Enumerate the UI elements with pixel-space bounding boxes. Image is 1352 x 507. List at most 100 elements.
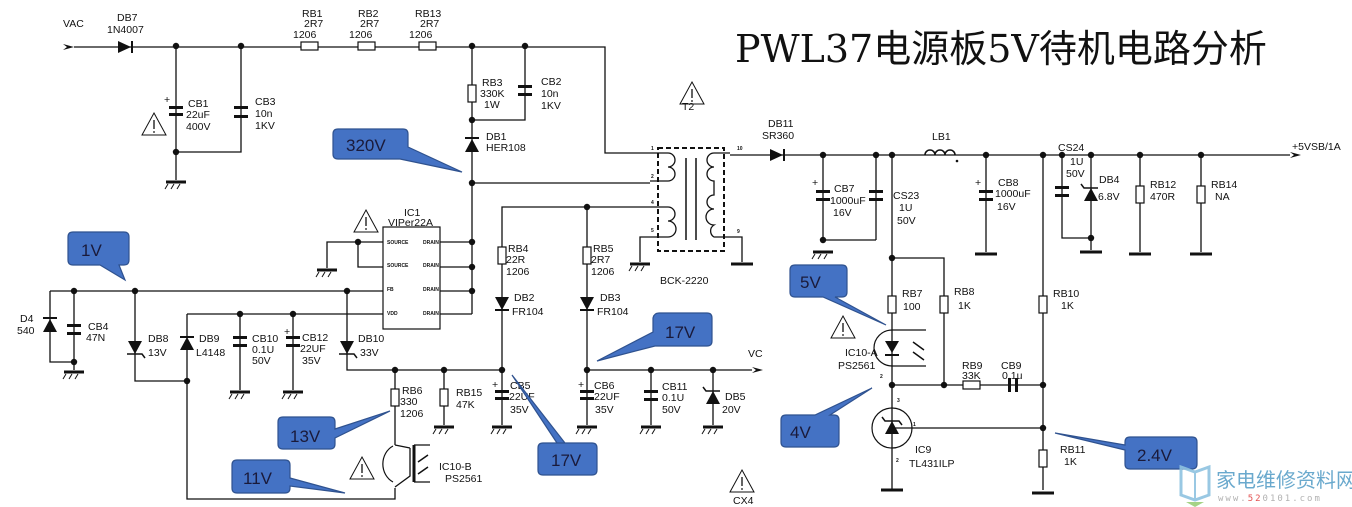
svg-text:CS23: CS23 — [893, 190, 919, 202]
svg-text:BCK-2220: BCK-2220 — [660, 275, 709, 287]
svg-text:+: + — [492, 379, 498, 391]
svg-text:SR360: SR360 — [762, 130, 794, 142]
callout-17v-lower: 17V — [511, 374, 598, 476]
svg-text:5V: 5V — [800, 273, 821, 292]
svg-text:CB11: CB11 — [662, 381, 688, 393]
callout-17v-right: 17V — [596, 312, 713, 362]
capacitor-cb1: + CB1 22uF 400V — [164, 94, 211, 133]
ic10b-phototransistor: IC10-B PS2561 — [382, 444, 483, 488]
svg-text:0.1u: 0.1u — [1002, 370, 1023, 382]
callout-5v: 5V — [789, 264, 887, 326]
svg-text:0.1U: 0.1U — [252, 344, 274, 356]
svg-text:DB10: DB10 — [358, 333, 384, 345]
svg-text:DB8: DB8 — [148, 333, 169, 345]
svg-text:DRAIN: DRAIN — [423, 263, 439, 269]
svg-text:FR104: FR104 — [597, 306, 629, 318]
svg-text:1: 1 — [913, 422, 916, 428]
svg-text:www.520101.com: www.520101.com — [1218, 494, 1322, 504]
svg-text:47N: 47N — [86, 332, 105, 344]
callout-4v: 4V — [780, 387, 873, 448]
svg-text:35V: 35V — [302, 355, 321, 367]
svg-text:33V: 33V — [360, 347, 379, 359]
svg-text:CB8: CB8 — [998, 177, 1019, 189]
zener-db10: DB10 33V — [339, 333, 384, 359]
svg-text:DRAIN: DRAIN — [423, 287, 439, 293]
svg-text:VDD: VDD — [387, 311, 398, 317]
svg-text:RB4: RB4 — [508, 243, 529, 255]
svg-text:50V: 50V — [252, 355, 271, 367]
svg-text:RB3: RB3 — [482, 77, 503, 89]
5vsb-output: +5VSB/1A — [1290, 141, 1341, 158]
svg-text:家电维修资料网: 家电维修资料网 — [1216, 468, 1352, 492]
vc-output: VC — [748, 348, 763, 373]
svg-text:DRAIN: DRAIN — [423, 240, 439, 246]
svg-text:DB5: DB5 — [725, 391, 746, 403]
svg-text:TL431ILP: TL431ILP — [909, 458, 955, 470]
callout-1v: 1V — [67, 231, 130, 282]
svg-text:3: 3 — [897, 398, 900, 404]
svg-text:FB: FB — [387, 287, 394, 293]
svg-text:20V: 20V — [722, 404, 741, 416]
svg-text:DB9: DB9 — [199, 333, 220, 345]
ic1-viper22a: IC1 VIPer22A SOURCE SOURCE FB VDD DRAIN … — [382, 207, 441, 330]
svg-text:9: 9 — [737, 229, 740, 235]
svg-text:2R7: 2R7 — [420, 18, 439, 30]
svg-text:DB11: DB11 — [768, 118, 794, 130]
svg-text:DRAIN: DRAIN — [423, 311, 439, 317]
svg-text:2R7: 2R7 — [591, 254, 610, 266]
svg-text:IC10-A: IC10-A — [845, 347, 878, 359]
diode-db7: DB7 1N4007 — [107, 12, 144, 53]
svg-text:RB11: RB11 — [1060, 444, 1086, 456]
svg-text:+: + — [284, 326, 290, 338]
svg-text:RB6: RB6 — [402, 385, 423, 397]
svg-text:CB4: CB4 — [88, 321, 109, 333]
svg-text:1U: 1U — [899, 202, 912, 214]
svg-text:47K: 47K — [456, 399, 475, 411]
svg-text:RB12: RB12 — [1150, 179, 1176, 191]
svg-text:IC9: IC9 — [915, 444, 932, 456]
svg-text:CB12: CB12 — [302, 332, 328, 344]
svg-text:CS24: CS24 — [1058, 142, 1084, 154]
svg-text:5: 5 — [651, 228, 654, 234]
svg-text:L4148: L4148 — [196, 347, 225, 359]
svg-text:400V: 400V — [186, 121, 211, 133]
svg-text:CX4: CX4 — [733, 495, 754, 507]
svg-text:100: 100 — [903, 301, 921, 313]
svg-text:17V: 17V — [551, 451, 582, 470]
svg-text:320V: 320V — [346, 136, 386, 155]
svg-text:FR104: FR104 — [512, 306, 544, 318]
svg-text:DB3: DB3 — [600, 292, 621, 304]
svg-text:CB9: CB9 — [1001, 360, 1022, 372]
svg-text:13V: 13V — [148, 347, 167, 359]
svg-text:2: 2 — [896, 458, 899, 464]
svg-text:11V: 11V — [243, 469, 273, 488]
svg-text:RB1: RB1 — [302, 8, 323, 20]
svg-text:35V: 35V — [510, 404, 529, 416]
svg-text:2R7: 2R7 — [304, 18, 323, 30]
svg-text:LB1: LB1 — [932, 131, 951, 143]
svg-text:VC: VC — [748, 348, 763, 360]
svg-text:VAC: VAC — [63, 18, 84, 30]
svg-text:NA: NA — [1215, 191, 1230, 203]
svg-text:1KV: 1KV — [541, 100, 561, 112]
svg-text:+: + — [812, 177, 818, 189]
svg-text:4V: 4V — [790, 423, 811, 442]
watermark: 家电维修资料网 www.520101.com — [1179, 464, 1352, 507]
